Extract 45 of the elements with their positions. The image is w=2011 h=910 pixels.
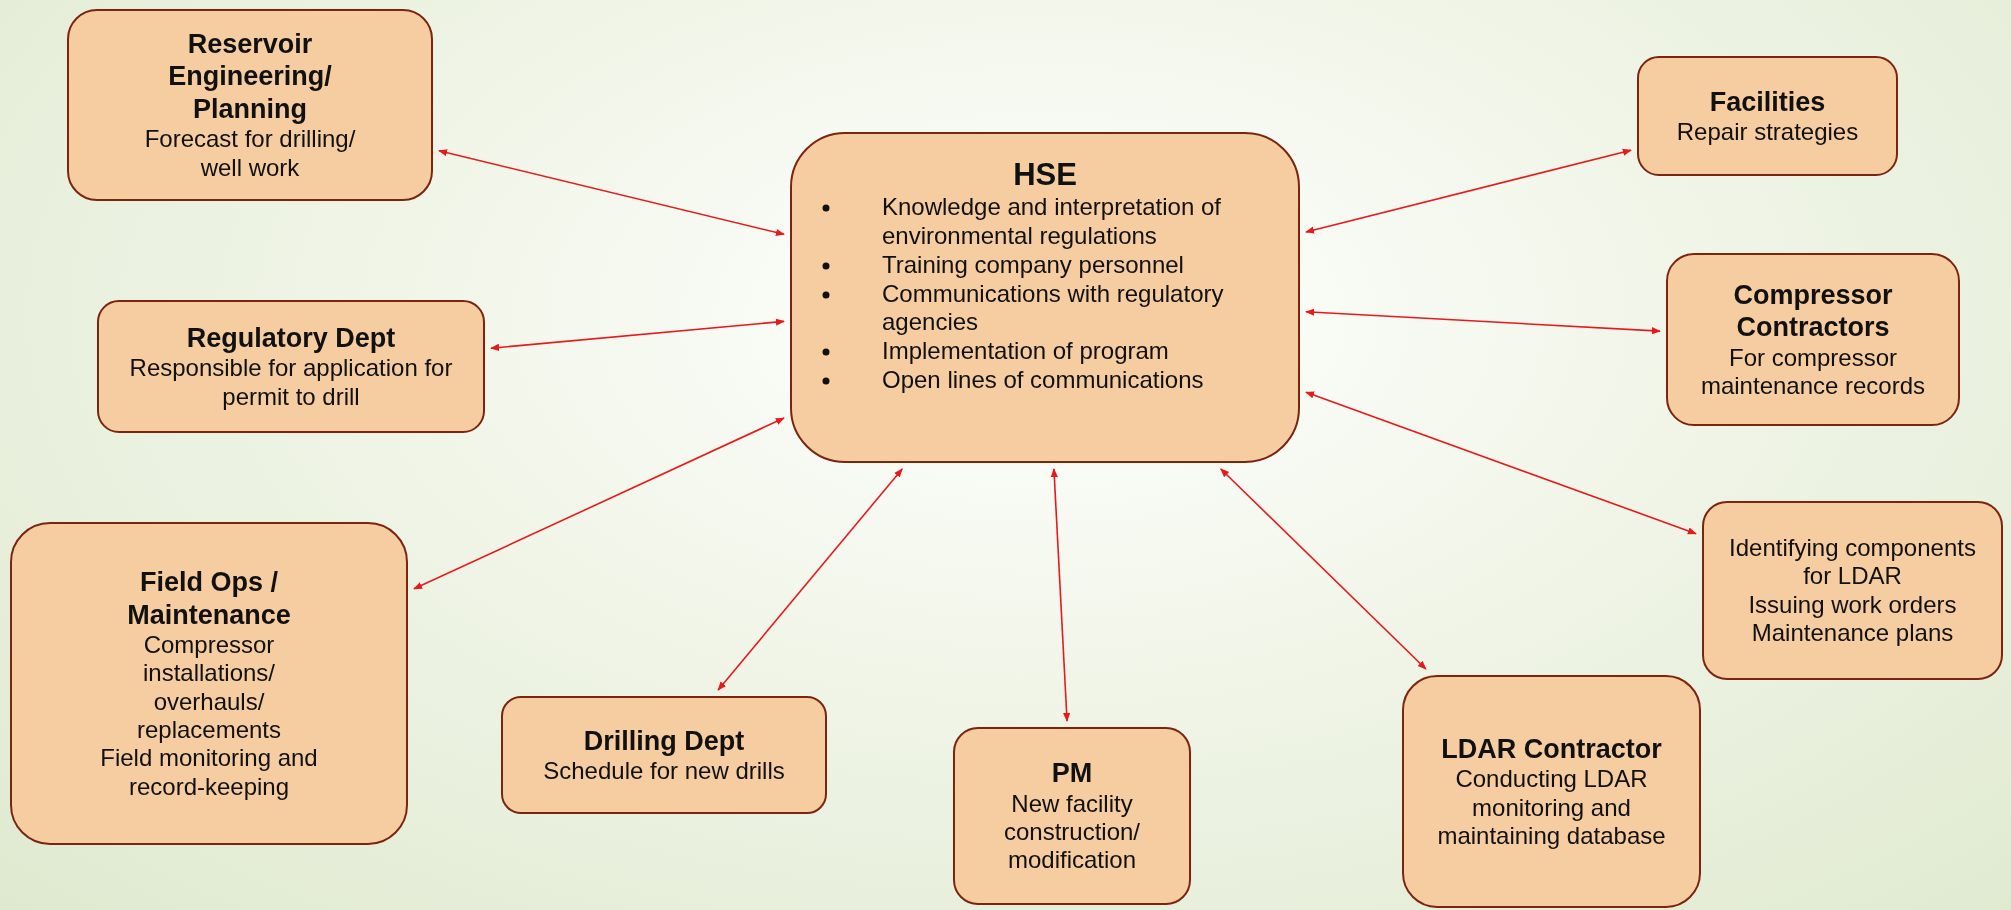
double-arrow xyxy=(490,318,785,352)
department-box xyxy=(1666,253,1960,426)
description-text: Compressor installations/ overhauls/ replacements xyxy=(135,630,283,745)
description-text: Maintenance plans xyxy=(1751,618,1954,648)
description-text: Issuing work orders xyxy=(1748,590,1957,619)
department-title: Reservoir Engineering/ Planning xyxy=(167,28,333,126)
department-title: Drilling Dept xyxy=(583,724,745,758)
department-title: Facilities xyxy=(1709,85,1826,119)
department-title: LDAR Contractor xyxy=(1441,732,1662,766)
department-box xyxy=(790,132,1300,463)
department-box xyxy=(97,300,485,433)
double-arrow xyxy=(1220,468,1427,670)
department-title: PM xyxy=(1051,757,1093,790)
description-text: New facility construction/ modification xyxy=(1002,789,1142,875)
department-box xyxy=(1702,501,2003,680)
description-text: For compressor maintenance records xyxy=(1699,343,1927,401)
bullet-item: Implementation of program xyxy=(882,337,1169,366)
department-title: Field Ops / Maintenance xyxy=(126,566,292,631)
bullet-item: Training company personnel xyxy=(882,250,1184,280)
double-arrow xyxy=(1305,308,1661,335)
department-box xyxy=(67,9,433,201)
double-arrow xyxy=(1305,391,1697,535)
bullet-item: Knowledge and interpretation of environmental regulations xyxy=(882,193,1222,251)
department-title: HSE xyxy=(1012,156,1078,194)
department-title: Regulatory Dept xyxy=(186,322,396,355)
department-title: Compressor Contractors xyxy=(1732,278,1894,344)
description-text: Identifying components for LDAR xyxy=(1728,533,1977,591)
double-arrow xyxy=(717,468,903,691)
department-box xyxy=(953,727,1191,905)
description-text: Schedule for new drills xyxy=(543,757,785,786)
department-box xyxy=(1402,675,1701,908)
description-text: Repair strategies xyxy=(1676,118,1859,147)
double-arrow xyxy=(1305,148,1632,234)
department-box xyxy=(1637,56,1898,176)
department-box xyxy=(501,696,827,814)
double-arrow xyxy=(1050,468,1071,722)
double-arrow xyxy=(413,417,785,590)
bullet-item: Communications with regulatory agencies xyxy=(882,279,1225,338)
description-text: Forecast for drilling/ well work xyxy=(143,125,357,182)
description-text: Field monitoring and record-keeping xyxy=(99,744,319,801)
double-arrow xyxy=(438,149,785,236)
department-box xyxy=(10,522,408,845)
description-text: Responsible for application for permit to drill xyxy=(128,354,454,411)
description-text: Conducting LDAR monitoring and maintaining database xyxy=(1436,765,1667,851)
bullet-item: Open lines of communications xyxy=(882,365,1204,395)
